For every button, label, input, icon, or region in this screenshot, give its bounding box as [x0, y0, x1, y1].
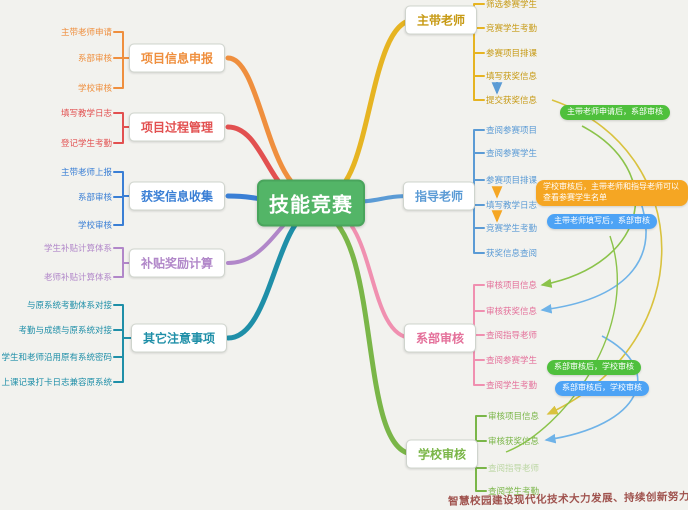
leaf-school-review2[interactable]: 学校审核: [77, 221, 112, 231]
badge-fill-then-dept: 主带老师填写后，系部审核: [547, 214, 657, 229]
leaf-teacher-submit[interactable]: 主带老师上报: [60, 168, 112, 178]
leaf-comp-attend[interactable]: 竞赛学生考勤: [486, 24, 538, 34]
leaf-log-compat[interactable]: 上课记录打卡日志兼容原系统: [1, 378, 112, 388]
branch-subsidy-reward-calc[interactable]: 补贴奖励计算: [128, 248, 226, 278]
leaf-dept-review[interactable]: 系部审核: [77, 54, 112, 64]
leaf-audit-award2[interactable]: 审核获奖信息: [488, 437, 540, 447]
leaf-view-guide2[interactable]: 查阅指导老师: [488, 464, 540, 474]
leaf-password-reuse[interactable]: 学生和老师沿用原有系统密码: [1, 353, 112, 363]
leaf-view-students2[interactable]: 查阅参赛学生: [486, 356, 538, 366]
leaf-view-attend[interactable]: 查阅学生考勤: [486, 381, 538, 391]
leaf-teaching-log2[interactable]: 填写教学日志: [486, 201, 538, 211]
leaf-schedule-class[interactable]: 参赛项目排课: [486, 49, 538, 59]
badge-apply-then-dept: 主带老师申请后，系部审核: [560, 105, 670, 120]
leaf-select-students[interactable]: 筛选参赛学生: [486, 0, 538, 10]
leaf-view-projects[interactable]: 查阅参赛项目: [486, 126, 538, 136]
branch-award-info-collect[interactable]: 获奖信息收集: [128, 181, 226, 211]
center-node[interactable]: 技能竞赛: [257, 179, 365, 227]
leaf-attend-dock[interactable]: 与原系统考勤体系对接: [26, 301, 112, 311]
leaf-audit-project2[interactable]: 审核项目信息: [488, 412, 540, 422]
branch-project-info-report[interactable]: 项目信息申报: [128, 43, 226, 73]
branch-guide-teacher[interactable]: 指导老师: [402, 181, 476, 211]
leaf-audit-award[interactable]: 审核获奖信息: [486, 307, 538, 317]
leaf-view-guide[interactable]: 查阅指导老师: [486, 331, 538, 341]
leaf-student-subsidy[interactable]: 学生补贴计算体系: [43, 244, 112, 254]
branch-lead-teacher[interactable]: 主带老师: [404, 5, 478, 35]
leaf-grade-dock[interactable]: 考勤与成绩与原系统对接: [18, 326, 112, 336]
leaf-dept-review2[interactable]: 系部审核: [77, 193, 112, 203]
branch-school-audit[interactable]: 学校审核: [405, 439, 479, 469]
leaf-student-attend[interactable]: 登记学生考勤: [60, 139, 112, 149]
branch-dept-audit[interactable]: 系部审核: [403, 323, 477, 353]
badge-dept-then-school-2: 系部审核后，学校审核: [555, 381, 649, 396]
leaf-submit-award[interactable]: 提交获奖信息: [486, 96, 538, 106]
leaf-fill-award[interactable]: 填写获奖信息: [486, 72, 538, 82]
leaf-school-review[interactable]: 学校审核: [77, 84, 112, 94]
leaf-teaching-log[interactable]: 填写教学日志: [60, 109, 112, 119]
leaf-schedule-class2[interactable]: 参赛项目排课: [486, 176, 538, 186]
leaf-teacher-apply[interactable]: 主带老师申请: [60, 28, 112, 38]
leaf-audit-project[interactable]: 审核项目信息: [486, 281, 538, 291]
leaf-award-view[interactable]: 获奖信息查阅: [486, 249, 538, 259]
branch-project-process-mgmt[interactable]: 项目过程管理: [128, 112, 226, 142]
leaf-view-attend2[interactable]: 查阅学生考勤: [488, 487, 540, 497]
badge-dept-then-school-1: 系部审核后，学校审核: [547, 360, 641, 375]
leaf-view-students[interactable]: 查阅参赛学生: [486, 149, 538, 159]
leaf-teacher-subsidy[interactable]: 老师补贴计算体系: [43, 273, 112, 283]
leaf-comp-attend2[interactable]: 竞赛学生考勤: [486, 224, 538, 234]
branch-other-notes[interactable]: 其它注意事项: [130, 323, 228, 353]
badge-school-review-note: 学校审核后，主带老师和指导老师可以查看参赛学生名单: [536, 180, 688, 206]
